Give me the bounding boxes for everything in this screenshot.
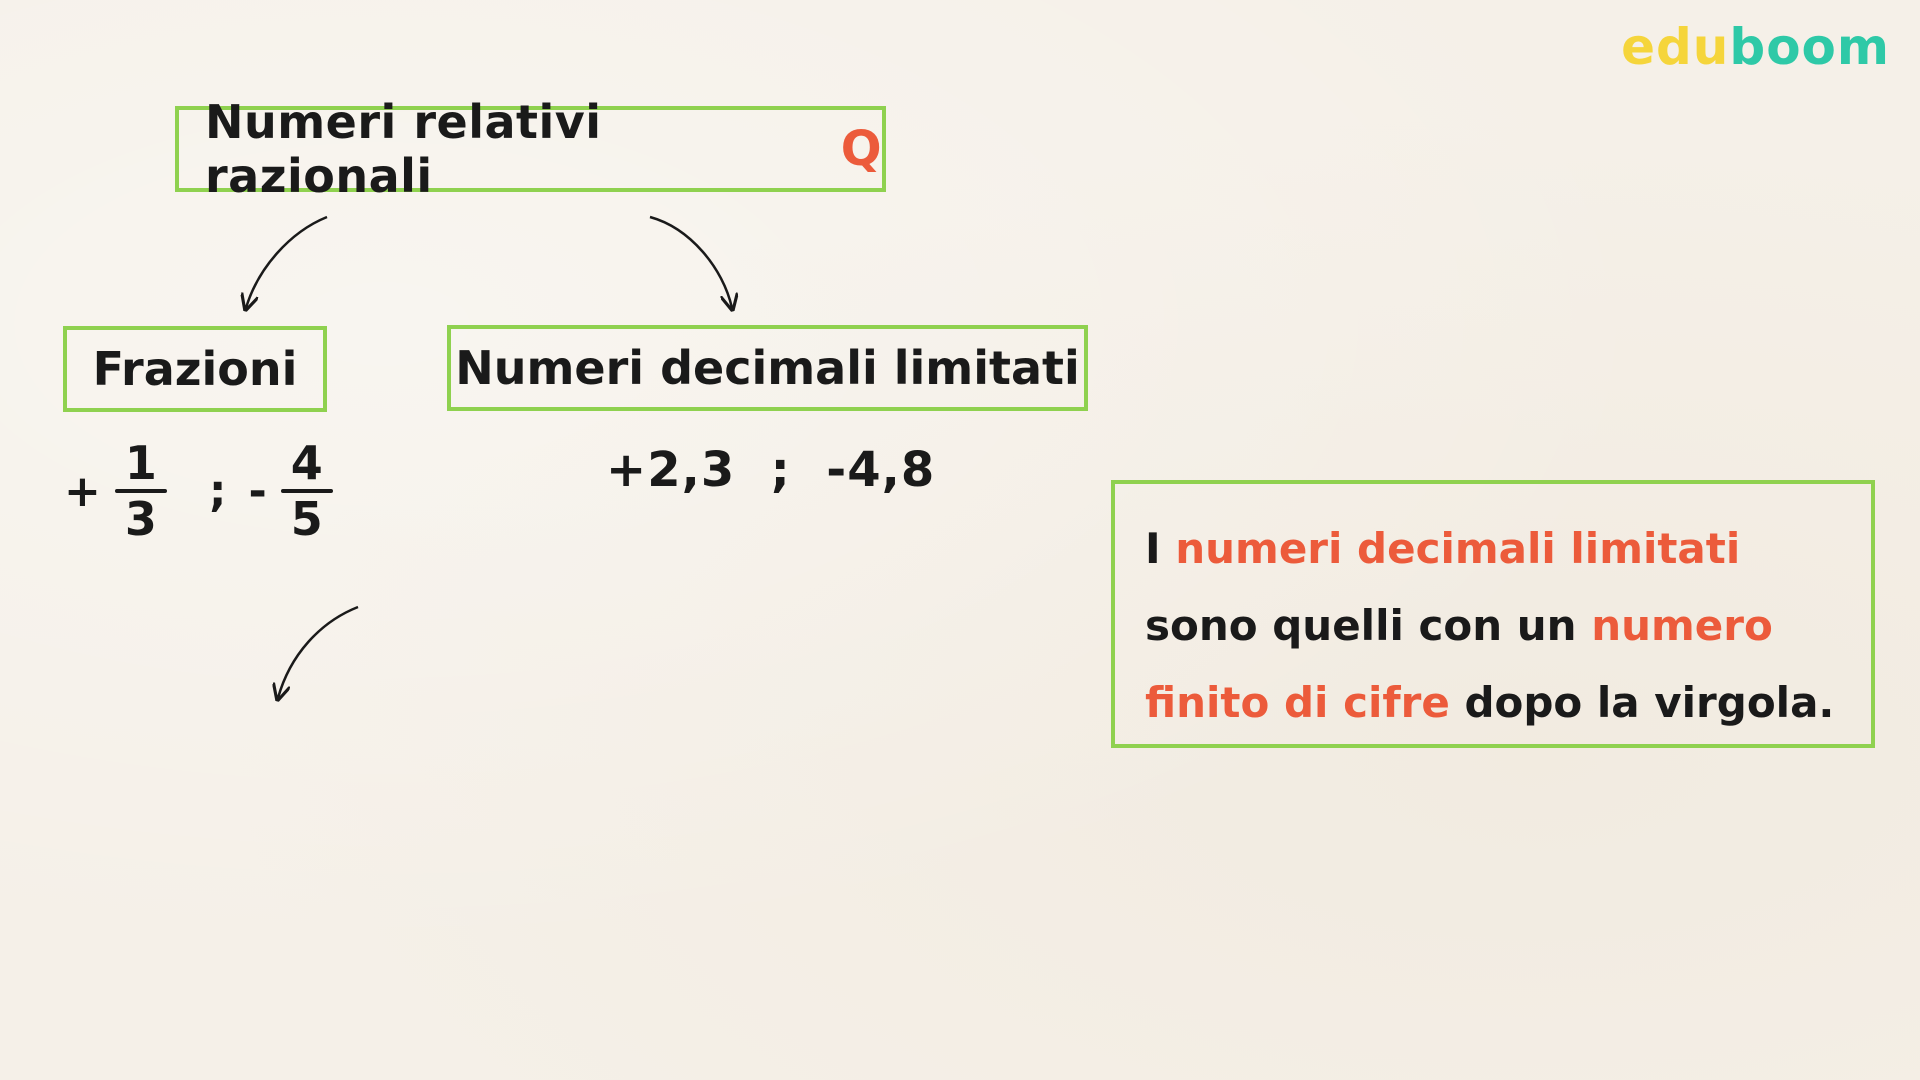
fraction-numerator: 4 (290, 436, 323, 490)
fraction-sign-minus: - (248, 465, 267, 517)
frazioni-box: Frazioni (63, 326, 327, 412)
arrow-to-frazioni (246, 215, 328, 308)
arrow-to-decimali (649, 215, 732, 308)
fraction-four-fifths: 4 5 (280, 436, 333, 546)
fraction-one-third: 1 3 (114, 436, 167, 546)
fraction-bar (114, 489, 167, 493)
title-box: Numeri relativi razionali Q (175, 95, 886, 203)
fraction-sign-plus: + (64, 465, 101, 517)
decimali-label: Numeri decimali limitati (455, 341, 1080, 395)
separator: ; (208, 465, 227, 517)
definition-text-2: sono quelli con un (1145, 601, 1592, 650)
logo-part-boom: boom (1729, 18, 1890, 76)
definition-highlight-3: finito di cifre (1145, 678, 1450, 727)
fraction-bar (280, 489, 333, 493)
frazioni-label: Frazioni (92, 342, 298, 396)
arrow-from-fractions (278, 605, 359, 698)
fraction-denominator: 5 (290, 492, 323, 546)
definition-text-3: dopo la virgola. (1449, 678, 1835, 727)
definition-highlight-2: numero (1591, 601, 1773, 650)
fraction-denominator: 3 (124, 492, 157, 546)
definition-box: I numeri decimali limitati sono quelli c… (1111, 480, 1875, 748)
logo-part-edu: edu (1621, 18, 1730, 76)
decimals-example: +2,3 ; -4,8 (606, 442, 936, 498)
set-symbol-q: Q (840, 121, 882, 177)
decimali-box: Numeri decimali limitati (447, 325, 1088, 411)
definition-highlight-1: numeri decimali limitati (1175, 524, 1741, 573)
title-label: Numeri relativi razionali (205, 95, 602, 203)
fractions-example: + 1 3 ; - 4 5 (64, 436, 339, 546)
definition-text-1: I (1145, 524, 1176, 573)
eduboom-logo: eduboom (1621, 22, 1890, 72)
fraction-numerator: 1 (124, 436, 157, 490)
